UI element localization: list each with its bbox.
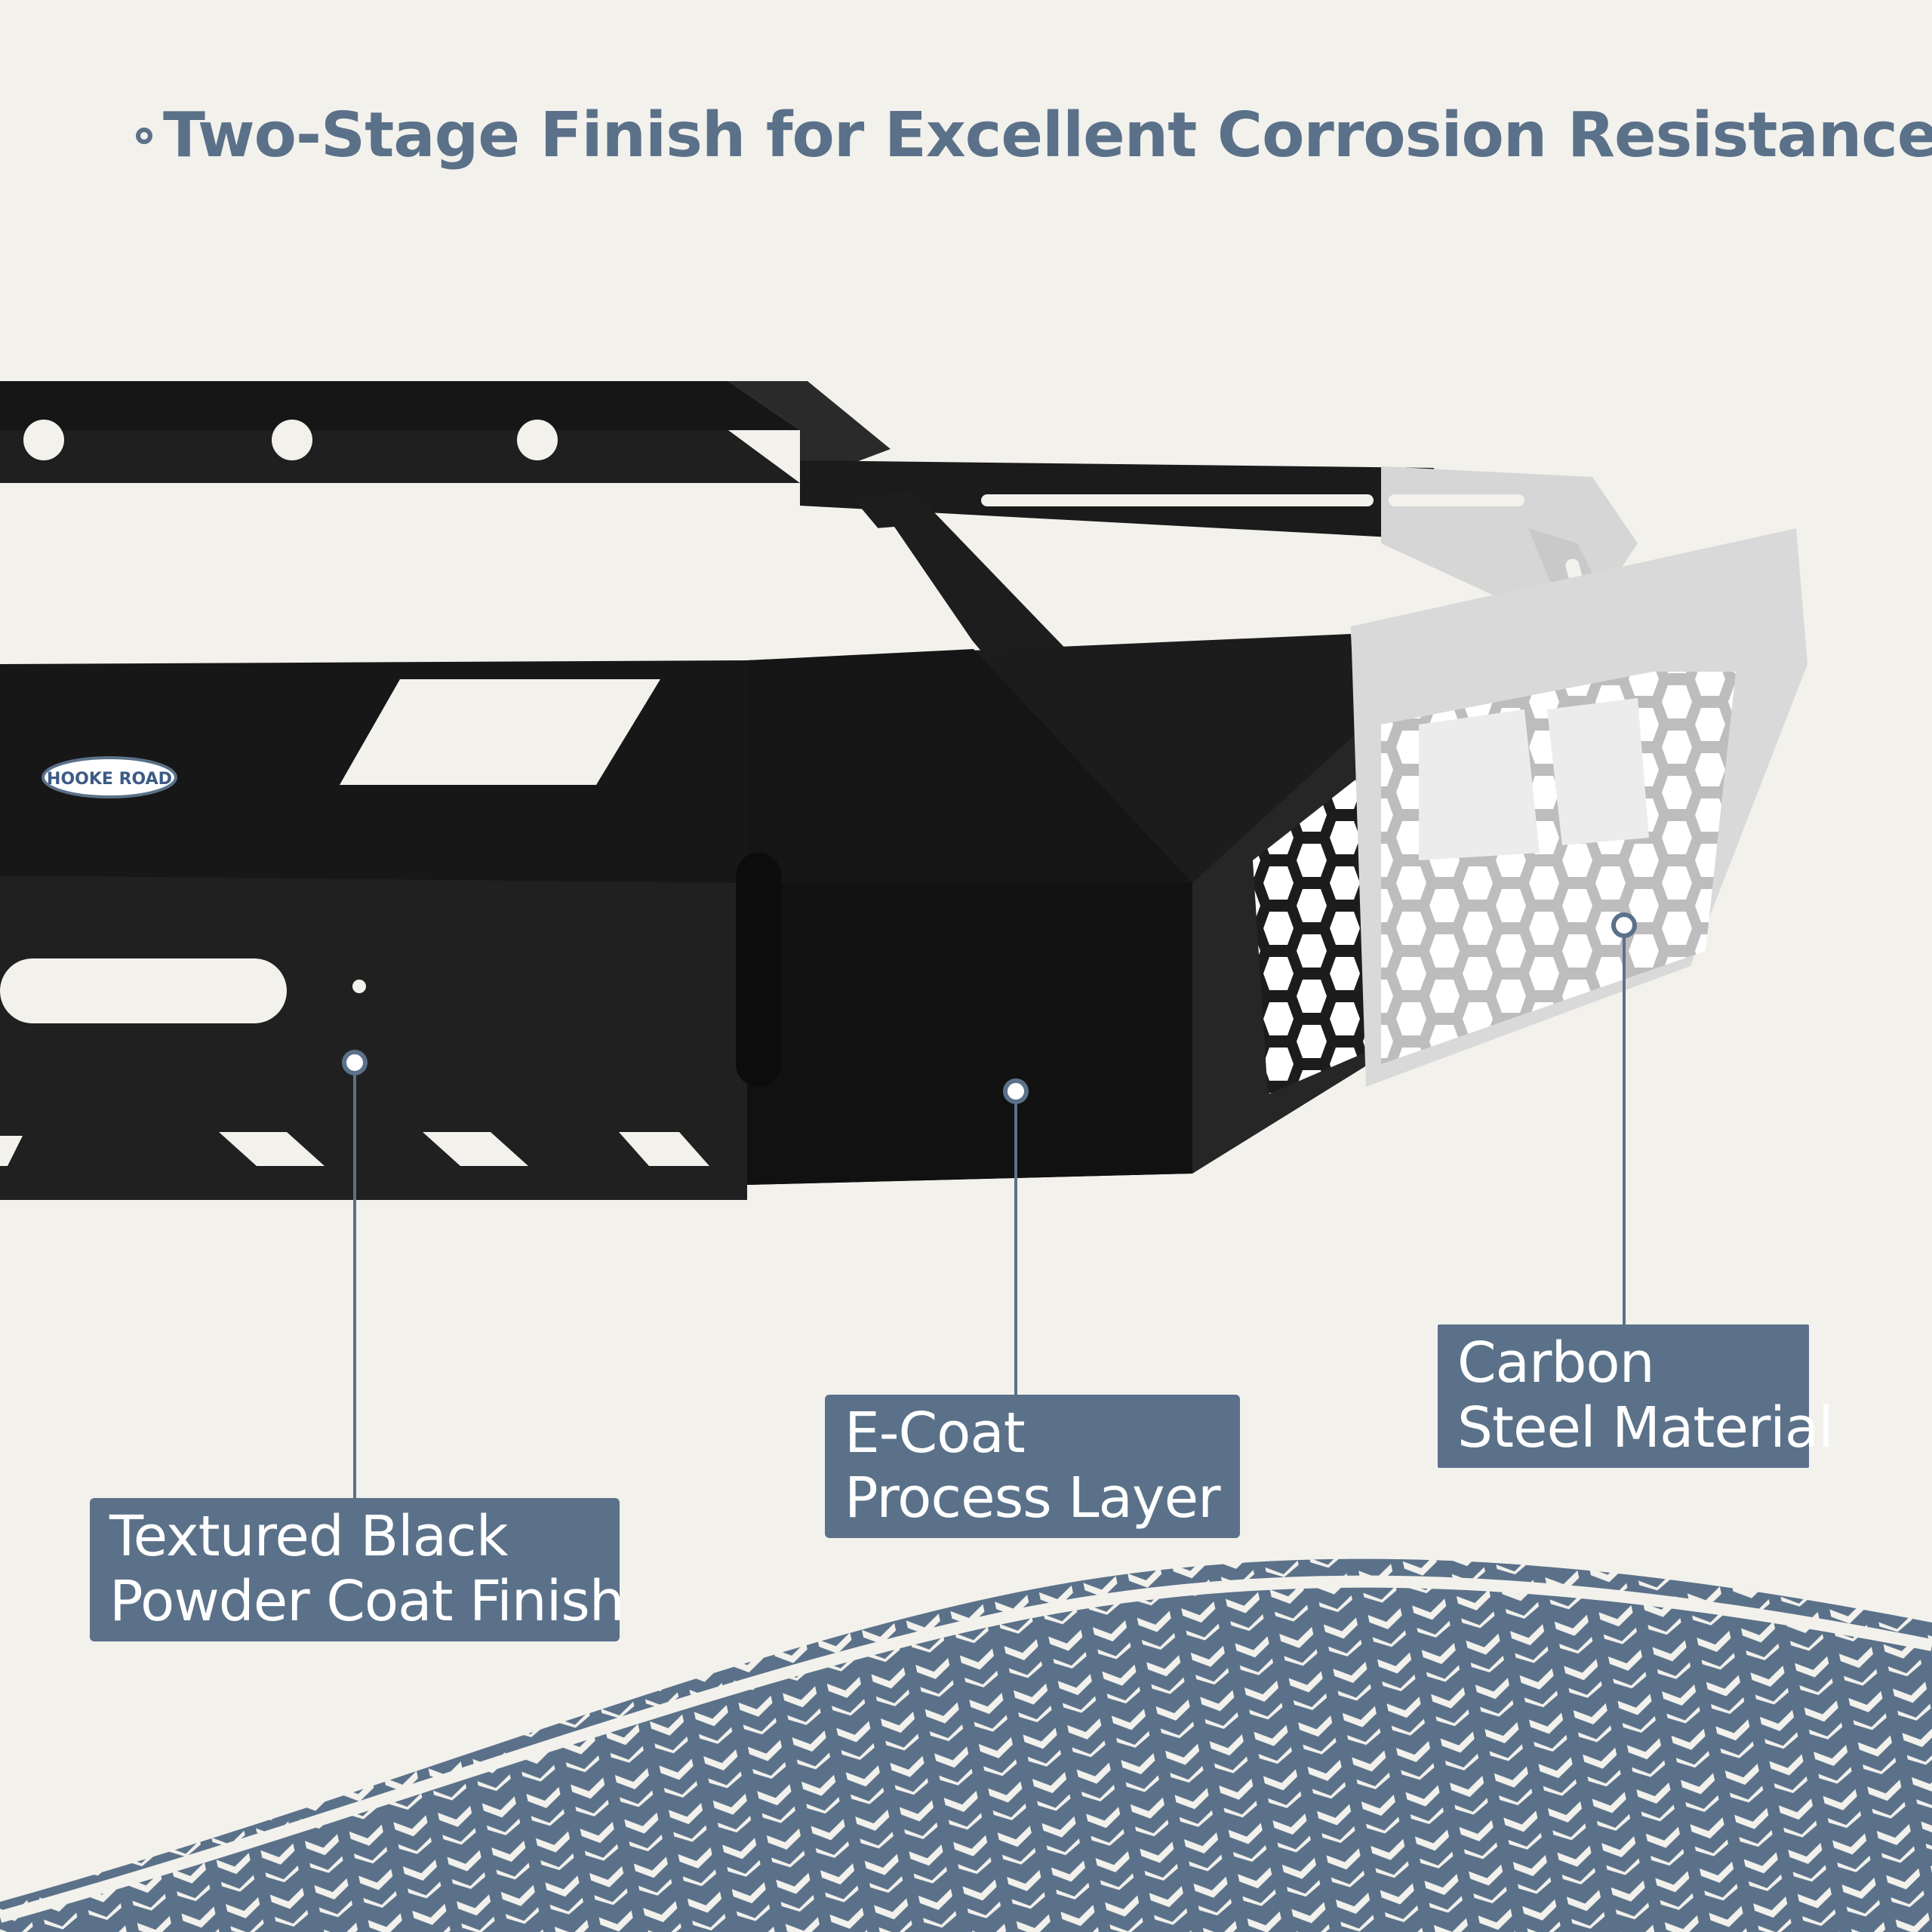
bumper-body bbox=[0, 528, 1807, 1200]
callout-leaders bbox=[342, 912, 1637, 1498]
marker-dot-ecoat bbox=[1003, 1078, 1029, 1104]
callout-line: Textured Black bbox=[109, 1504, 509, 1569]
heading-text: Two-Stage Finish for Excellent Corrosion… bbox=[163, 100, 1932, 171]
tire-track-graphic bbox=[0, 1558, 1932, 1932]
brand-badge: HOOKE ROAD bbox=[42, 756, 177, 798]
callout-line: Powder Coat Finish bbox=[109, 1569, 625, 1634]
callout-e-coat: E-Coat Process Layer bbox=[825, 1395, 1240, 1538]
page-heading: Two-Stage Finish for Excellent Corrosion… bbox=[136, 100, 1932, 171]
brand-badge-text: HOOKE ROAD bbox=[47, 770, 172, 789]
marker-dot-powder bbox=[342, 1050, 368, 1075]
callout-line: Steel Material bbox=[1457, 1395, 1834, 1460]
marker-dot-carbon bbox=[1611, 912, 1637, 938]
callout-powder-coat: Textured Black Powder Coat Finish bbox=[90, 1498, 625, 1641]
callout-line: Carbon bbox=[1457, 1331, 1655, 1395]
callout-line: E-Coat bbox=[844, 1401, 1026, 1466]
callout-line: Process Layer bbox=[844, 1466, 1221, 1531]
bullet-ring-icon bbox=[136, 127, 152, 144]
callout-carbon-steel: Carbon Steel Material bbox=[1438, 1324, 1834, 1468]
